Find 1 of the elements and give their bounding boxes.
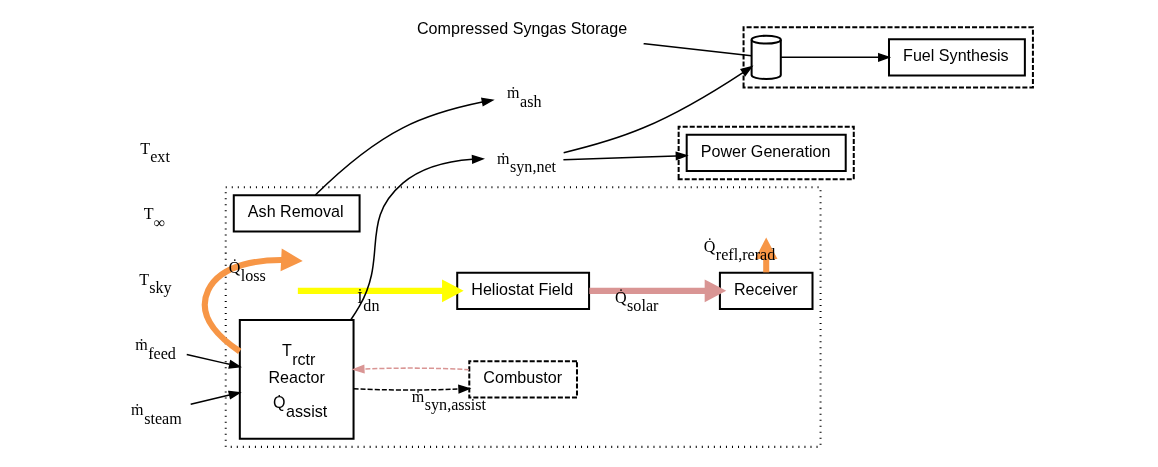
node-text: Compressed Syngas Storage <box>416 19 628 38</box>
